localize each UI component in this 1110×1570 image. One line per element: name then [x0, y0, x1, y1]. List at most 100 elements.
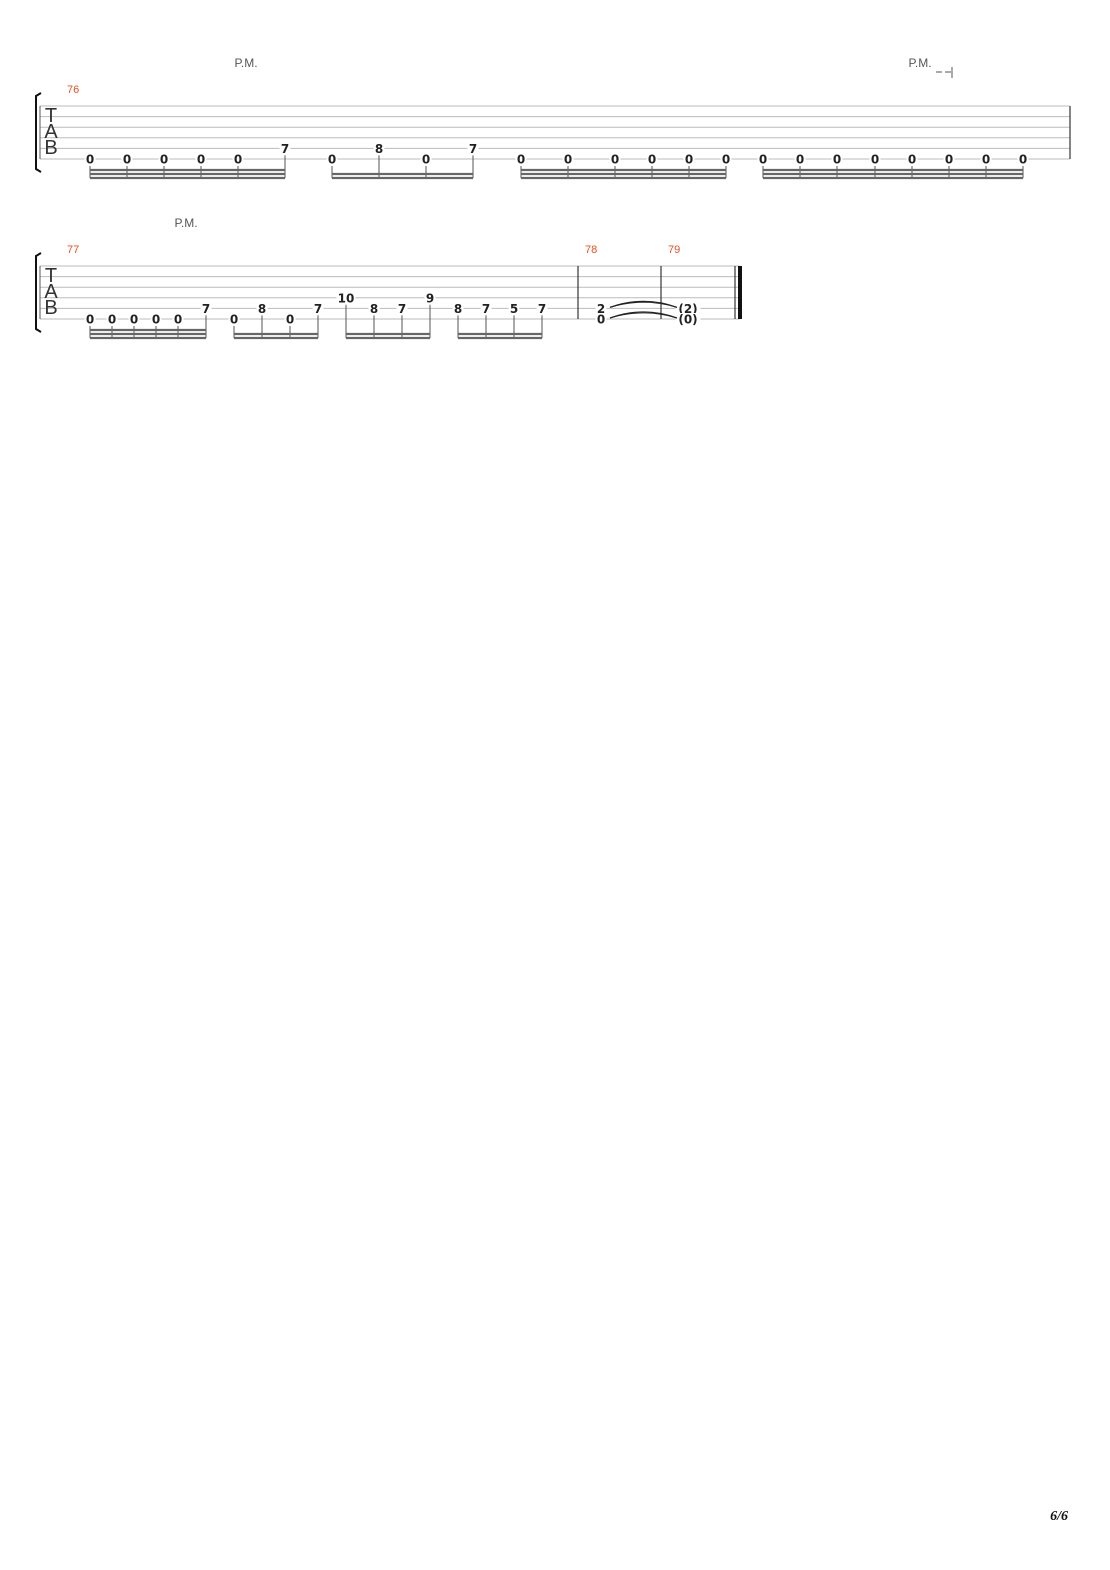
fret-number: 0	[1019, 153, 1027, 167]
fret-knockout	[84, 153, 96, 165]
fret-knockout	[646, 153, 658, 165]
fret-number: 0	[197, 153, 205, 167]
fret-number: 7	[281, 142, 289, 156]
fret-knockout	[536, 302, 548, 315]
fret-number: 0	[174, 313, 182, 327]
fret-knockout	[595, 302, 607, 315]
fret-knockout	[595, 313, 607, 325]
fret-knockout	[515, 153, 527, 165]
fret-number: 0	[648, 153, 656, 167]
fret-number: 0	[611, 153, 619, 167]
fret-number: 7	[469, 142, 477, 156]
measure-number: 76	[67, 84, 79, 96]
tie-arc	[609, 312, 678, 319]
fret-number: (2)	[678, 302, 697, 316]
fret-knockout	[720, 153, 732, 165]
fret-knockout	[150, 313, 162, 325]
fret-number: 0	[722, 153, 730, 167]
fret-knockout	[195, 153, 207, 165]
fret-knockout	[609, 153, 621, 165]
fret-number: (0)	[678, 313, 697, 327]
fret-knockout	[794, 153, 806, 165]
fret-knockout	[757, 153, 769, 165]
page-number: 6/6	[1050, 1509, 1068, 1524]
fret-number: 0	[152, 313, 160, 327]
fret-knockout	[284, 313, 296, 325]
fret-knockout	[452, 302, 464, 315]
fret-number: 0	[517, 153, 525, 167]
tab-clef-letter: A	[44, 281, 58, 303]
fret-knockout	[373, 142, 385, 155]
fret-number: 0	[833, 153, 841, 167]
fret-knockout	[675, 302, 701, 315]
fret-number: 0	[597, 313, 605, 327]
fret-knockout	[158, 153, 170, 165]
fret-knockout	[480, 302, 492, 315]
fret-number: 0	[286, 313, 294, 327]
fret-number: 0	[564, 153, 572, 167]
fret-knockout	[869, 153, 881, 165]
fret-number: 8	[454, 302, 462, 316]
fret-number: 0	[86, 153, 94, 167]
fret-knockout	[84, 313, 96, 325]
system-brace	[35, 252, 42, 333]
fret-knockout	[336, 291, 356, 304]
fret-number: 7	[398, 302, 406, 316]
fret-number: 9	[426, 291, 434, 305]
fret-number: 7	[482, 302, 490, 316]
fret-number: 0	[871, 153, 879, 167]
fret-knockout	[396, 302, 408, 315]
fret-knockout	[172, 313, 184, 325]
fret-knockout	[420, 153, 432, 165]
fret-knockout	[279, 142, 291, 155]
fret-number: 8	[258, 302, 266, 316]
tab-clef-letter: T	[45, 265, 57, 287]
fret-knockout	[200, 302, 212, 315]
fret-knockout	[368, 302, 380, 315]
fret-knockout	[424, 291, 436, 304]
fret-number: 8	[370, 302, 378, 316]
fret-knockout	[121, 153, 133, 165]
fret-knockout	[683, 153, 695, 165]
fret-knockout	[562, 153, 574, 165]
fret-number: 0	[759, 153, 767, 167]
fret-knockout	[980, 153, 992, 165]
fret-number: 0	[908, 153, 916, 167]
fret-number: 0	[123, 153, 131, 167]
fret-number: 10	[338, 291, 355, 305]
fret-number: 7	[314, 302, 322, 316]
fret-number: 7	[202, 302, 210, 316]
fret-number: 0	[328, 153, 336, 167]
measure-number: 77	[67, 244, 79, 256]
palm-mute-label: P.M.	[174, 216, 197, 230]
fret-number: 5	[510, 302, 518, 316]
fret-knockout	[1017, 153, 1029, 165]
tab-clef-letter: B	[44, 297, 57, 319]
fret-number: 0	[86, 313, 94, 327]
fret-number: 2	[597, 302, 605, 316]
fret-number: 0	[230, 313, 238, 327]
fret-number: 0	[796, 153, 804, 167]
measure-number: 78	[585, 244, 597, 256]
fret-number: 0	[422, 153, 430, 167]
fret-knockout	[943, 153, 955, 165]
fret-knockout	[128, 313, 140, 325]
system-brace	[35, 92, 42, 173]
tab-clef-letter: A	[44, 121, 58, 143]
fret-knockout	[256, 302, 268, 315]
fret-number: 0	[982, 153, 990, 167]
fret-number: 0	[234, 153, 242, 167]
fret-number: 0	[945, 153, 953, 167]
fret-knockout	[326, 153, 338, 165]
tab-clef-letter: T	[45, 105, 57, 127]
measure-number: 79	[668, 244, 680, 256]
tie-arc	[609, 302, 678, 308]
fret-knockout	[232, 153, 244, 165]
fret-knockout	[312, 302, 324, 315]
fret-knockout	[228, 313, 240, 325]
fret-knockout	[675, 313, 701, 325]
fret-knockout	[508, 302, 520, 315]
fret-knockout	[467, 142, 479, 155]
fret-number: 0	[685, 153, 693, 167]
tab-clef-letter: B	[44, 137, 57, 159]
